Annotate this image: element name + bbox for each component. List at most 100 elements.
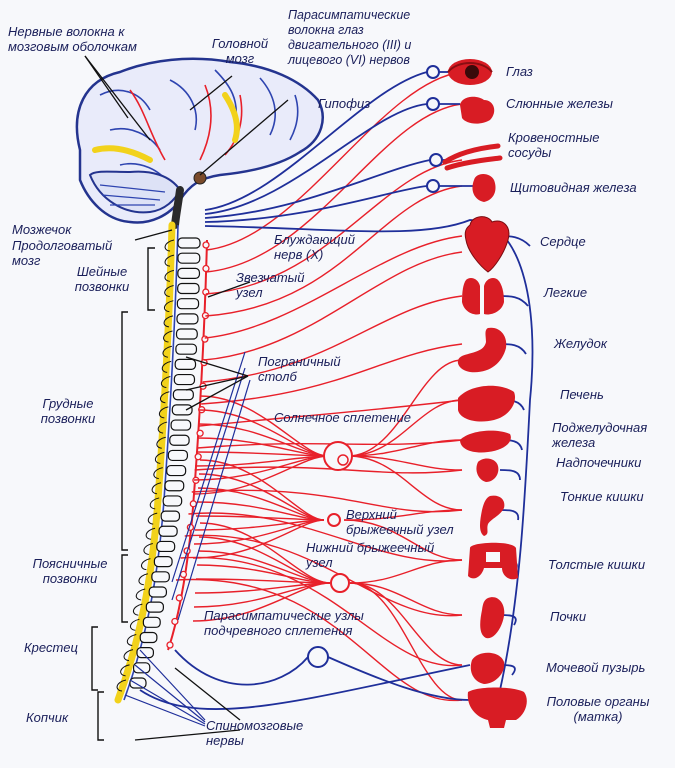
parasympathetic-fiber <box>204 185 428 223</box>
organ-label-lungs: Легкие <box>544 285 588 300</box>
plexus-fiber <box>347 399 463 457</box>
blood-vessels-icon <box>442 143 503 171</box>
coccyx-label: Копчик <box>26 710 69 725</box>
sympathetic-fiber <box>205 159 463 295</box>
vertebra-process <box>157 421 168 434</box>
vagus-branch <box>499 469 521 481</box>
vertebra <box>176 313 199 325</box>
sympathetic-fiber <box>180 556 463 667</box>
cervical-vertebrae-label: Шейные позвонки <box>74 264 130 294</box>
hypogastric-ganglia-label: Парасимпатические узлы подчревного сплет… <box>204 608 364 638</box>
plexus-fiber <box>349 582 463 666</box>
vertebra-process <box>164 254 175 267</box>
parasympathetic-eye-fibers-label: Парасимпатические волокна глаз двигатель… <box>288 8 412 67</box>
border-column-label: Пограничный столб <box>258 354 341 384</box>
vertebra <box>171 404 193 416</box>
parasympathetic-fiber <box>174 649 309 686</box>
thyroid-icon <box>472 174 496 202</box>
liver-icon <box>458 385 516 422</box>
adrenal-icon <box>476 458 499 482</box>
plexus-fiber <box>349 582 463 701</box>
vertebra-process <box>161 360 172 373</box>
vertebra <box>148 586 168 598</box>
vertebra <box>177 252 201 264</box>
vertebra <box>177 282 200 295</box>
uterus-icon <box>467 687 527 728</box>
vertebra-process <box>141 558 151 571</box>
thoracic-vertebrae-label: Грудные позвонки <box>40 396 96 426</box>
vertebral-column <box>116 237 201 692</box>
vertebra <box>158 525 178 537</box>
pituitary-label: Гипофиз <box>318 96 371 111</box>
organ-label-kidney: Почки <box>550 609 587 624</box>
parasympathetic-fiber <box>204 103 428 215</box>
chain-ganglion <box>201 335 209 343</box>
salivary-gland-icon <box>460 96 495 124</box>
parasympathetic-fiber <box>204 219 534 691</box>
medulla-label: Продолговатый мозг <box>12 238 113 268</box>
sympathetic-fiber <box>188 512 463 562</box>
vertebra-process <box>163 330 173 343</box>
chain-ganglion <box>194 453 202 461</box>
solar-plexus-label: Солнечное сплетение <box>274 410 412 425</box>
parasympathetic-fiber <box>139 664 471 710</box>
organ-label-uterus: Половые органы (матка) <box>546 694 650 724</box>
sympathetic-fiber <box>194 466 463 474</box>
sympathetic-fiber <box>204 235 463 339</box>
solar-plexus-ganglion <box>323 441 353 471</box>
inferior-mesenteric-ganglion <box>330 573 350 593</box>
vagus-branch <box>499 295 529 307</box>
plexus-fiber <box>347 455 463 471</box>
vertebra <box>145 601 164 613</box>
vertebra-process <box>123 649 134 662</box>
bladder-icon <box>470 652 505 684</box>
vertebra-process <box>160 391 170 404</box>
preganglionic-fiber <box>192 519 325 559</box>
lungs-icon <box>462 278 504 315</box>
plexus-fiber <box>347 359 463 457</box>
chain-ganglion <box>175 594 183 602</box>
inferior-mesenteric-label: Нижний брыжеечный узел <box>306 540 435 570</box>
pancreas-icon <box>460 430 511 453</box>
vertebra <box>139 631 158 644</box>
chain-ganglion <box>202 241 210 249</box>
vertebra-process <box>164 269 174 282</box>
vertebra <box>176 298 200 310</box>
vertebra <box>151 571 170 583</box>
vertebra-process <box>163 315 174 328</box>
organ-label-stomach: Желудок <box>554 336 607 351</box>
vertebra <box>160 510 181 522</box>
organ-label-adrenal: Надпочечники <box>556 455 642 470</box>
organs-column <box>442 59 527 728</box>
large-intestine-icon <box>468 542 518 580</box>
chain-ganglion <box>166 641 174 649</box>
vertebra <box>174 358 197 370</box>
sympathetic-fiber <box>205 71 463 251</box>
vertebra-process <box>153 467 163 480</box>
hypogastric-ganglion <box>307 646 329 668</box>
cranial-parasympathetic-ganglia <box>426 65 443 193</box>
vertebra-process <box>164 239 175 252</box>
vertebra-process <box>164 285 174 298</box>
vertebra <box>169 434 190 446</box>
vertebra <box>172 389 194 401</box>
brain-illustration <box>75 57 324 229</box>
vertebra <box>164 480 185 492</box>
organ-label-thyroid: Щитовидная железа <box>510 180 637 195</box>
sympathetic-fiber <box>201 343 463 405</box>
vertebra-process <box>154 451 165 464</box>
vertebra-brackets <box>91 247 155 741</box>
vertebra-process <box>149 497 160 510</box>
organ-label-heart: Сердце <box>540 234 586 249</box>
vertebra <box>156 540 176 553</box>
parasympathetic-fiber <box>327 656 471 701</box>
vertebra-process <box>132 603 143 616</box>
stomach-icon <box>457 327 507 373</box>
parasympathetic-fiber <box>204 159 431 219</box>
vertebra-process <box>162 345 173 358</box>
heart-icon <box>464 216 510 273</box>
sympathetic-chain-ganglia <box>166 241 210 649</box>
vertebra <box>177 237 201 249</box>
